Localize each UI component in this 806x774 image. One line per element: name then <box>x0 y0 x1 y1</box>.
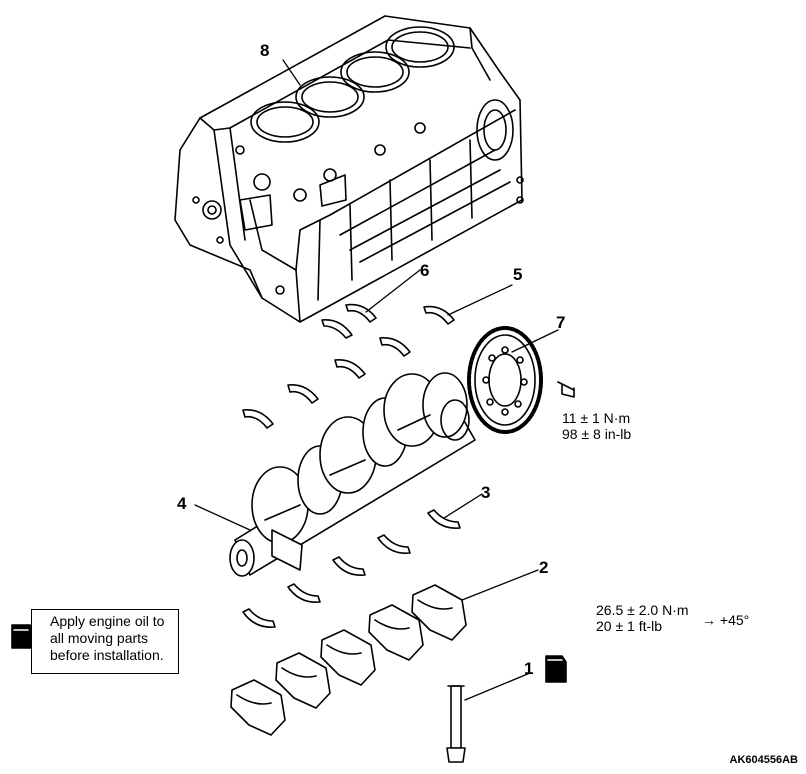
callout-7: 7 <box>556 313 566 332</box>
callout-8: 8 <box>260 41 270 60</box>
callout-6: 6 <box>420 261 430 280</box>
crankshaft-sensing-ring <box>467 326 543 434</box>
lower-main-bearings <box>242 509 461 629</box>
callout-2: 2 <box>539 558 549 577</box>
note-line-1: Apply engine oil to <box>50 613 165 629</box>
cylinder-block <box>174 15 524 323</box>
torque-angle: → +45° <box>702 612 750 628</box>
note-line-2: all moving parts <box>50 630 149 646</box>
figure-id: AK604556AB <box>729 754 798 766</box>
callout-5: 5 <box>513 265 523 284</box>
oil-can-icon <box>545 655 567 683</box>
torque-metric: 11 ± 1 N·m <box>562 410 631 426</box>
sensing-ring-bolt <box>557 381 575 398</box>
callout-3: 3 <box>481 483 491 502</box>
callout-4: 4 <box>177 494 187 513</box>
torque-imperial: 98 ± 8 in-lb <box>562 426 632 442</box>
bearing-cap-bolt-torque: 26.5 ± 2.0 N·m 20 ± 1 ft-lb <box>596 602 689 634</box>
torque-metric: 26.5 ± 2.0 N·m <box>596 602 689 618</box>
note-line-3: before installation. <box>50 647 164 663</box>
bearing-cap-bolt <box>446 685 466 763</box>
upper-main-bearings <box>242 303 455 429</box>
note-box <box>31 609 179 674</box>
crankshaft <box>229 372 476 577</box>
torque-imperial: 20 ± 1 ft-lb <box>596 618 663 634</box>
leader-lines <box>194 59 559 701</box>
note-text: Apply engine oil to all moving parts bef… <box>50 613 164 664</box>
callout-1: 1 <box>524 659 534 678</box>
sensing-ring-bolt-torque: 11 ± 1 N·m 98 ± 8 in-lb <box>562 410 631 442</box>
bearing-caps <box>230 584 467 736</box>
